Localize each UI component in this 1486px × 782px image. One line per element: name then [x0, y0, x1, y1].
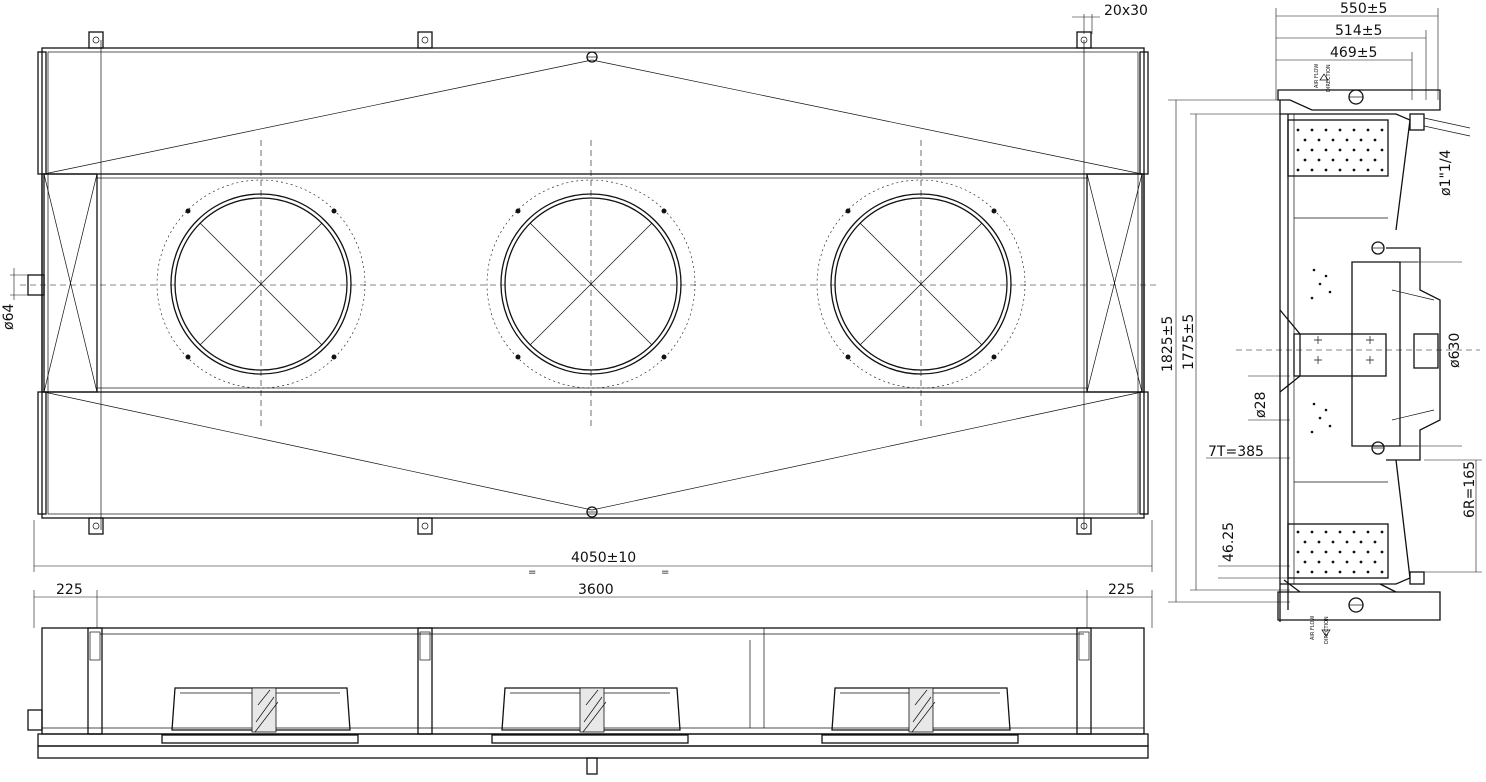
inlet-pipe [27, 274, 45, 296]
coil-top [1287, 119, 1389, 177]
fan-1 [156, 140, 366, 430]
dim-inlet-diameter: ø64 [1, 304, 17, 330]
bottom-mounting-plate [1277, 591, 1441, 621]
dim-depth-overall: 550±5 [1340, 1, 1387, 17]
mounting-brackets [88, 31, 1092, 535]
top-view-frame [41, 47, 1145, 519]
dim-depth-3: 469±5 [1330, 45, 1377, 61]
dim-tubes: 7T=385 [1208, 444, 1264, 460]
front-fan-1 [161, 687, 359, 744]
dim-offset: 46.25 [1221, 522, 1237, 562]
front-view: 225 3600 225 [27, 582, 1153, 775]
right-header [1086, 173, 1143, 393]
dim-end-left: 225 [56, 582, 83, 598]
side-fan-housing [1351, 261, 1401, 447]
dim-overall-length: 4050±10 [571, 550, 636, 566]
coil-box [41, 173, 1145, 393]
top-mounting-plate [1277, 89, 1441, 111]
equal-mark-left: = [528, 567, 536, 578]
dim-depth-2: 514±5 [1335, 23, 1382, 39]
dim-end-right: 225 [1108, 582, 1135, 598]
airflow-label-bottom: AIR FLOW [1310, 616, 1316, 640]
front-fan-3 [821, 687, 1019, 744]
fan-2 [486, 140, 696, 430]
dim-fan-diameter: ø630 [1447, 333, 1463, 368]
dim-height-2: 1775±5 [1181, 314, 1197, 370]
center-bulge [1279, 309, 1301, 393]
dim-hole-diameter: ø28 [1253, 392, 1269, 418]
fan-3 [816, 140, 1026, 430]
dim-bracket: 20x30 [1104, 3, 1148, 19]
front-fan-2 [491, 687, 689, 744]
dim-rows: 6R=165 [1462, 461, 1478, 518]
dim-pipe: ø1"1/4 [1438, 149, 1454, 196]
dim-height-overall: 1825±5 [1160, 316, 1176, 372]
airflow-direction-top: DIRECTION [1326, 64, 1332, 92]
equal-mark-right: = [661, 567, 669, 578]
drain-tray [37, 745, 1149, 759]
airflow-label-top: AIR FLOW [1314, 64, 1320, 88]
side-view: 550±5 514±5 469±5 AIR FLOW DIRECTION [1160, 1, 1482, 644]
side-casing [1279, 100, 1411, 622]
side-fan-guard [1386, 247, 1441, 461]
top-view: 20x30 ø64 4050±10 = = [1, 3, 1160, 578]
coil-bottom [1287, 523, 1389, 579]
dim-fan-pitch: 3600 [578, 582, 614, 598]
